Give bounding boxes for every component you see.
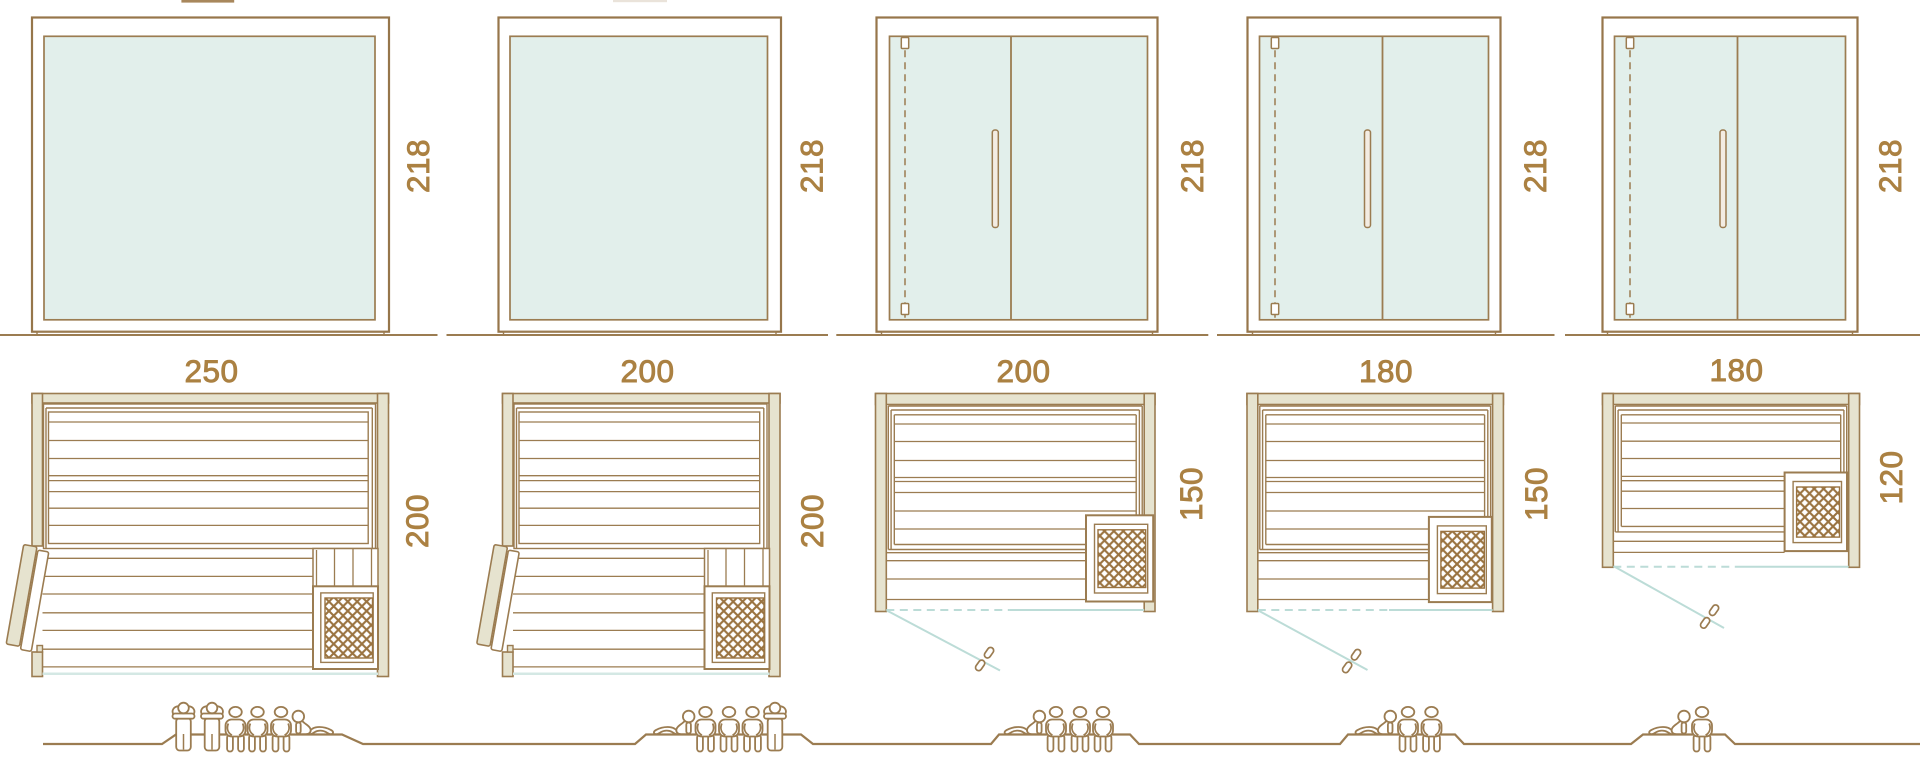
svg-text:200: 200 [996, 353, 1050, 389]
svg-text:180: 180 [1359, 353, 1413, 389]
svg-text:150: 150 [1173, 467, 1209, 521]
svg-text:200: 200 [620, 353, 674, 389]
svg-text:200: 200 [794, 494, 830, 548]
svg-text:218: 218 [1872, 139, 1908, 193]
svg-text:218: 218 [1517, 139, 1553, 193]
svg-text:218: 218 [1174, 139, 1210, 193]
svg-text:150: 150 [1518, 467, 1554, 521]
svg-text:180: 180 [1709, 352, 1763, 388]
svg-text:250: 250 [184, 353, 238, 389]
svg-text:120: 120 [1873, 450, 1909, 504]
svg-text:200: 200 [399, 494, 435, 548]
svg-text:218: 218 [794, 139, 830, 193]
svg-text:218: 218 [400, 139, 436, 193]
